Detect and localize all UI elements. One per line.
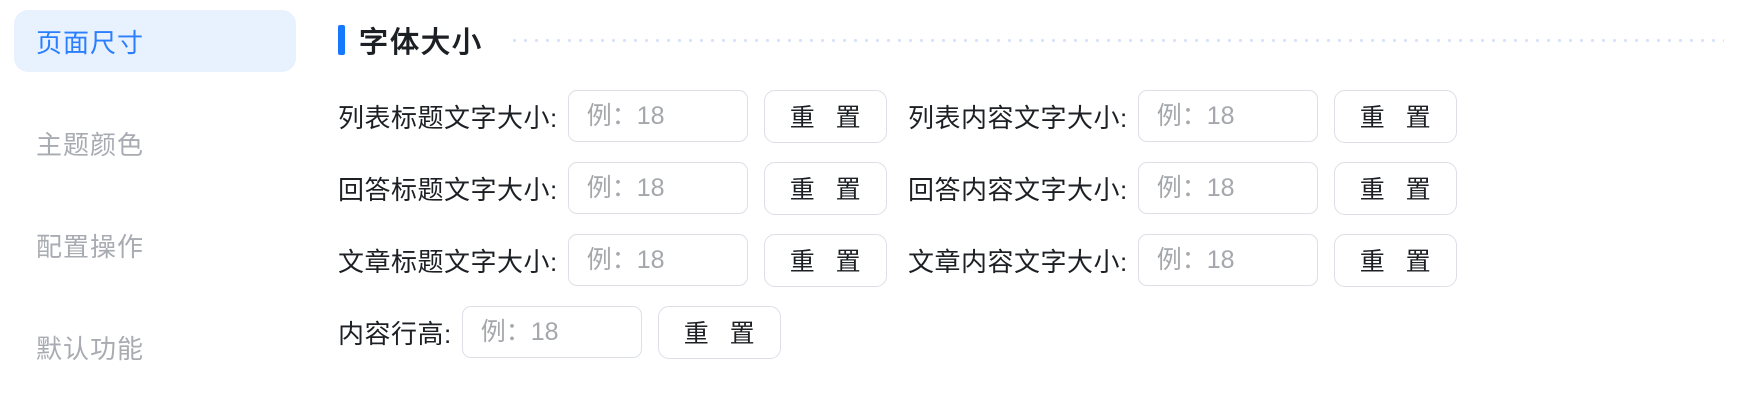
- field-answer-title-size: 回答标题文字大小: 重 置: [338, 161, 908, 215]
- sidebar-item-label: 主题颜色: [36, 129, 145, 160]
- field-label: 列表内容文字大小:: [908, 102, 1128, 133]
- field-label: 回答标题文字大小:: [338, 174, 558, 205]
- reset-button[interactable]: 重 置: [1333, 233, 1457, 287]
- sidebar-item-label: 默认功能: [36, 333, 145, 364]
- field-content-line-height: 内容行高: 重 置: [338, 305, 908, 359]
- accent-bar-icon: [338, 25, 345, 55]
- dotted-divider: [509, 37, 1724, 43]
- list-content-size-input[interactable]: [1137, 90, 1318, 142]
- field-list-content-size: 列表内容文字大小: 重 置: [908, 89, 1457, 143]
- form-row: 内容行高: 重 置: [338, 296, 1736, 368]
- settings-content: 字体大小 列表标题文字大小: 重 置 列表内容文字大小: 重 置 回答标题文字大…: [310, 0, 1748, 406]
- sidebar-item-label: 页面尺寸: [36, 27, 145, 58]
- field-label: 文章内容文字大小:: [908, 246, 1128, 277]
- reset-button[interactable]: 重 置: [657, 305, 781, 359]
- settings-sidebar: 页面尺寸 主题颜色 配置操作 默认功能: [0, 0, 310, 406]
- section-title: 字体大小: [359, 27, 484, 59]
- field-article-content-size: 文章内容文字大小: 重 置: [908, 233, 1457, 287]
- sidebar-item-page-size[interactable]: 页面尺寸: [14, 10, 296, 72]
- list-title-size-input[interactable]: [567, 90, 748, 142]
- article-content-size-input[interactable]: [1137, 234, 1318, 286]
- field-label: 列表标题文字大小:: [338, 102, 558, 133]
- article-title-size-input[interactable]: [567, 234, 748, 286]
- field-label: 回答内容文字大小:: [908, 174, 1128, 205]
- form-row: 文章标题文字大小: 重 置 文章内容文字大小: 重 置: [338, 224, 1736, 296]
- form-row: 回答标题文字大小: 重 置 回答内容文字大小: 重 置: [338, 152, 1736, 224]
- sidebar-item-theme-color[interactable]: 主题颜色: [14, 112, 296, 174]
- field-list-title-size: 列表标题文字大小: 重 置: [338, 89, 908, 143]
- section-header: 字体大小: [338, 18, 1736, 62]
- sidebar-item-default-features[interactable]: 默认功能: [14, 316, 296, 378]
- reset-button[interactable]: 重 置: [763, 233, 887, 287]
- field-answer-content-size: 回答内容文字大小: 重 置: [908, 161, 1457, 215]
- reset-button[interactable]: 重 置: [763, 89, 887, 143]
- field-label: 内容行高:: [338, 318, 452, 349]
- form-row: 列表标题文字大小: 重 置 列表内容文字大小: 重 置: [338, 80, 1736, 152]
- answer-title-size-input[interactable]: [567, 162, 748, 214]
- sidebar-item-label: 配置操作: [36, 231, 145, 262]
- field-article-title-size: 文章标题文字大小: 重 置: [338, 233, 908, 287]
- reset-button[interactable]: 重 置: [763, 161, 887, 215]
- sidebar-item-config-actions[interactable]: 配置操作: [14, 214, 296, 276]
- reset-button[interactable]: 重 置: [1333, 161, 1457, 215]
- font-size-form: 列表标题文字大小: 重 置 列表内容文字大小: 重 置 回答标题文字大小: 重 …: [338, 80, 1736, 368]
- answer-content-size-input[interactable]: [1137, 162, 1318, 214]
- content-line-height-input[interactable]: [461, 306, 642, 358]
- field-label: 文章标题文字大小:: [338, 246, 558, 277]
- reset-button[interactable]: 重 置: [1333, 89, 1457, 143]
